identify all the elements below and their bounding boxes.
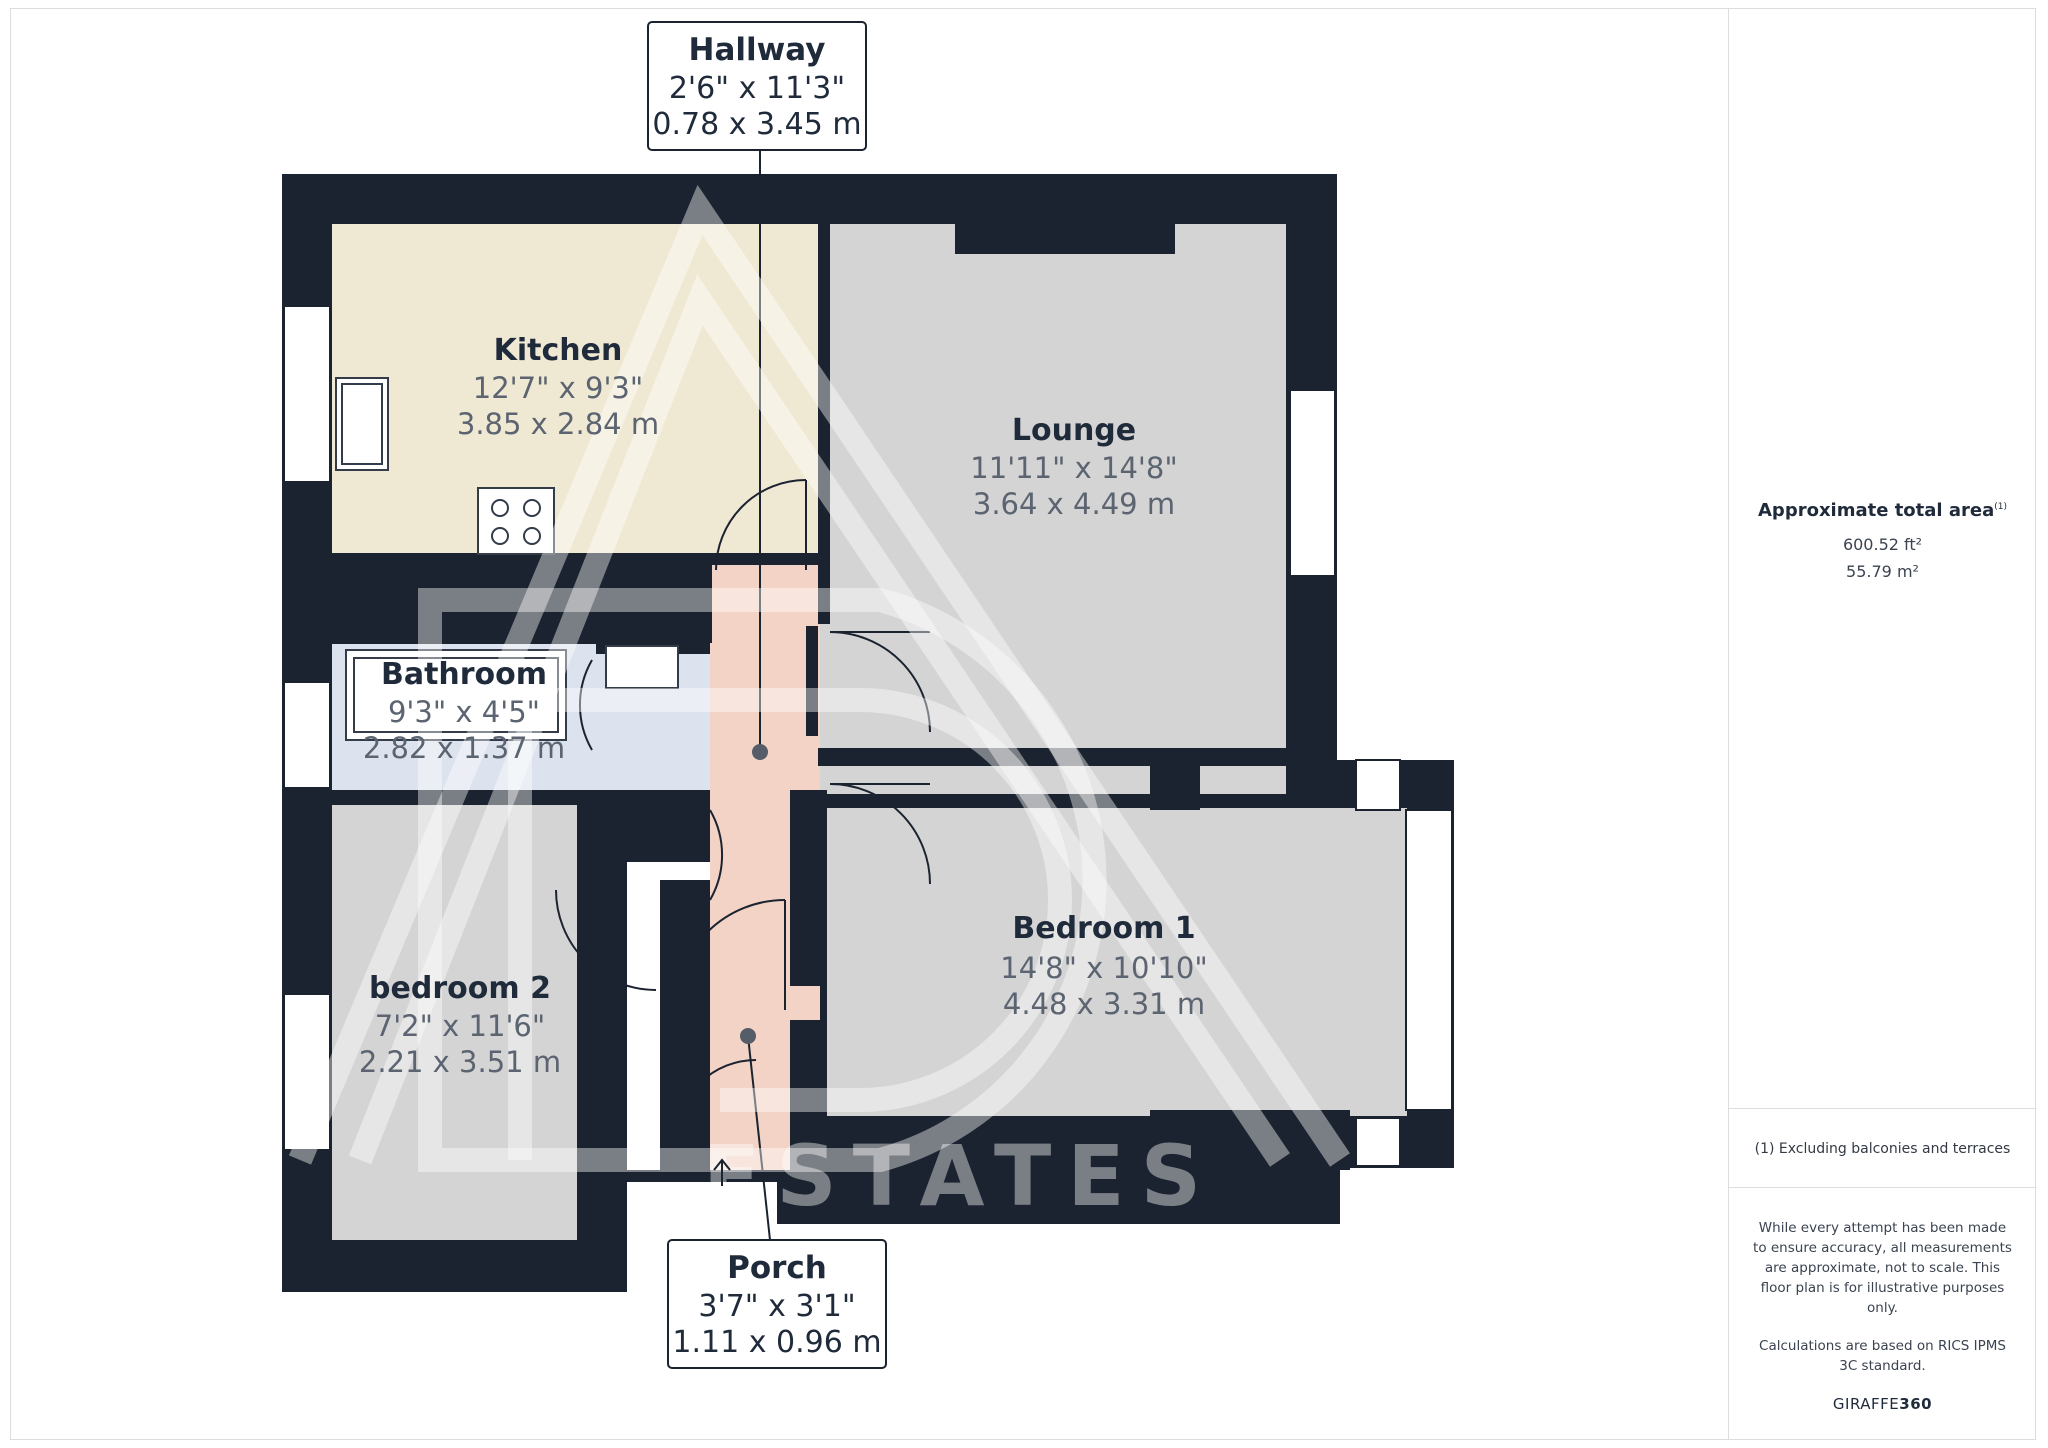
bedroom1-window bbox=[1405, 809, 1453, 1111]
hallway-imperial: 2'6" x 11'3" bbox=[669, 71, 845, 106]
porch-leader bbox=[740, 1028, 771, 1241]
porch-imperial: 3'7" x 3'1" bbox=[698, 1289, 855, 1324]
bedroom1-label: Bedroom 1 14'8" x 10'10" 4.48 x 3.31 m bbox=[1000, 911, 1207, 1021]
disclaimer: While every attempt has been made to ens… bbox=[1751, 1218, 2014, 1414]
lounge-floor bbox=[818, 224, 1286, 794]
bedroom2-imperial: 7'2" x 11'6" bbox=[375, 1009, 545, 1043]
watermark-text: ESTATES bbox=[703, 1127, 1217, 1225]
porch-name: Porch bbox=[727, 1250, 827, 1286]
bedroom1-metric: 4.48 x 3.31 m bbox=[1003, 987, 1205, 1021]
room-floors bbox=[332, 224, 1407, 1240]
basin-icon bbox=[605, 645, 679, 689]
entrance-arrow-icon bbox=[713, 1158, 731, 1186]
bay-window-bottom bbox=[1355, 1117, 1401, 1167]
lounge-metric: 3.64 x 4.49 m bbox=[973, 487, 1175, 521]
hallway-leader bbox=[752, 146, 768, 760]
calculation-note: Calculations are based on RICS IPMS 3C s… bbox=[1759, 1338, 2006, 1374]
lounge-window bbox=[1289, 389, 1336, 577]
footnote-text: (1) Excluding balconies and terraces bbox=[1754, 1141, 2011, 1157]
disclaimer-text: While every attempt has been made to ens… bbox=[1753, 1220, 2012, 1316]
kitchen-label: Kitchen 12'7" x 9'3" 3.85 x 2.84 m bbox=[457, 333, 659, 441]
area-summary: Approximate total area(1) 600.52 ft² 55.… bbox=[1729, 500, 2036, 581]
bathroom-label: Bathroom 9'3" x 4'5" 2.82 x 1.37 m bbox=[363, 657, 565, 765]
floor-plan-sheet bbox=[10, 8, 2036, 1440]
lounge-name: Lounge bbox=[1012, 413, 1136, 448]
bathroom-imperial: 9'3" x 4'5" bbox=[388, 695, 540, 729]
area-sqft: 600.52 ft² bbox=[1842, 535, 1923, 554]
bay-window-top bbox=[1355, 759, 1401, 811]
area-footnote-marker: (1) bbox=[1994, 502, 2007, 512]
bathroom-window bbox=[283, 681, 331, 789]
bathroom-name: Bathroom bbox=[381, 657, 547, 692]
hob-icon bbox=[477, 487, 555, 555]
area-title: Approximate total area(1) bbox=[1729, 500, 2036, 521]
bedroom2-floor bbox=[332, 805, 577, 1240]
bedroom1-name: Bedroom 1 bbox=[1012, 911, 1195, 946]
bathroom-metric: 2.82 x 1.37 m bbox=[363, 731, 565, 765]
area-sqm: 55.79 m² bbox=[1846, 562, 1919, 581]
fixtures bbox=[335, 377, 679, 741]
porch-callout: Porch 3'7" x 3'1" 1.11 x 0.96 m bbox=[667, 1239, 887, 1369]
kitchen-imperial: 12'7" x 9'3" bbox=[473, 371, 643, 405]
bathtub-icon bbox=[345, 649, 567, 741]
bedroom1-imperial: 14'8" x 10'10" bbox=[1000, 951, 1207, 985]
brand-suffix: 360 bbox=[1899, 1395, 1933, 1413]
footnote: (1) Excluding balconies and terraces bbox=[1729, 1108, 2036, 1188]
bedroom1-floor bbox=[827, 808, 1407, 1116]
interior-walls bbox=[332, 224, 1350, 1240]
hallway-callout: Hallway 2'6" x 11'3" 0.78 x 3.45 m bbox=[647, 21, 867, 151]
door-swings bbox=[555, 479, 931, 1141]
kitchen-sink-icon bbox=[335, 377, 389, 471]
porch-metric: 1.11 x 0.96 m bbox=[672, 1325, 881, 1360]
hallway-name: Hallway bbox=[689, 32, 826, 68]
kitchen-metric: 3.85 x 2.84 m bbox=[457, 407, 659, 441]
bedroom2-metric: 2.21 x 3.51 m bbox=[359, 1045, 561, 1079]
side-panel: Approximate total area(1) 600.52 ft² 55.… bbox=[1728, 8, 2036, 1440]
kitchen-window bbox=[283, 305, 331, 483]
brand-logo: GIRAFFE360 bbox=[1751, 1394, 2014, 1414]
windows bbox=[283, 305, 1453, 1167]
bedroom2-name: bedroom 2 bbox=[369, 971, 551, 1006]
kitchen-name: Kitchen bbox=[494, 333, 623, 368]
floor-plan: ESTATES Kitchen 12'7" x 9'3" 3.85 x 2.84… bbox=[282, 21, 1454, 1369]
kitchen-floor bbox=[332, 224, 818, 553]
area-title-text: Approximate total area bbox=[1758, 500, 1995, 521]
brand-prefix: GIRAFFE bbox=[1832, 1395, 1900, 1413]
watermark-logo bbox=[288, 184, 1350, 1172]
bedroom2-label: bedroom 2 7'2" x 11'6" 2.21 x 3.51 m bbox=[359, 971, 561, 1079]
lounge-imperial: 11'11" x 14'8" bbox=[970, 451, 1177, 485]
hallway-metric: 0.78 x 3.45 m bbox=[652, 107, 861, 142]
bedroom2-window bbox=[283, 993, 331, 1151]
lounge-label: Lounge 11'11" x 14'8" 3.64 x 4.49 m bbox=[970, 413, 1177, 521]
